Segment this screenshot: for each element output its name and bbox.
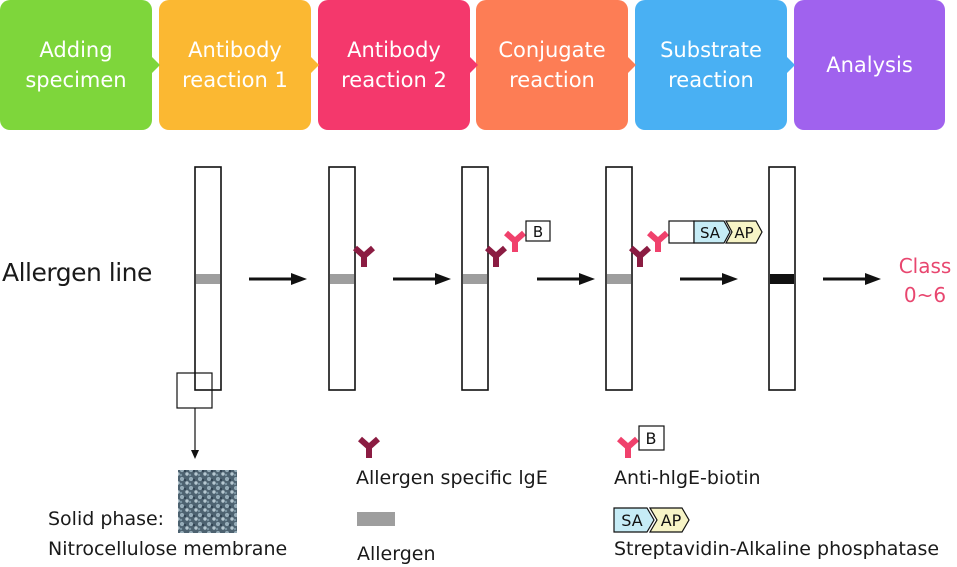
membrane-label: Nitrocellulose membrane: [48, 538, 288, 560]
arrow-right-icon: [249, 273, 307, 285]
step-arrow-tip: [310, 56, 319, 74]
step-label: Conjugate reaction: [498, 38, 606, 92]
solid-phase-label: Solid phase:: [48, 508, 165, 530]
step-analysis: Analysis: [794, 0, 945, 130]
allergen-band-1: [196, 274, 220, 284]
sa-ap-legend-label: Streptavidin-Alkaline phosphatase: [614, 538, 940, 560]
step-label: Adding specimen: [25, 38, 127, 92]
membrane-texture-icon: [178, 470, 237, 533]
step-arrow-tip: [151, 56, 160, 74]
ap-tag-label: AP: [661, 511, 682, 530]
y-antibody-pink-icon: [649, 233, 667, 252]
allergen-band-4: [607, 274, 631, 284]
process-steps: Adding specimen Antibody reaction 1 Anti…: [0, 0, 957, 130]
sa-tag-icon: [693, 220, 731, 244]
y-antibody-icon: [487, 248, 505, 267]
developed-band: [770, 274, 794, 284]
step-conjugate-reaction: Conjugate reaction: [476, 0, 636, 130]
sa-tag-label: SA: [700, 224, 721, 242]
step-antibody-reaction-1: Antibody reaction 1: [159, 0, 319, 130]
step-label: Antibody reaction 2: [341, 38, 447, 92]
step-label: Antibody reaction 1: [182, 38, 288, 92]
y-antibody-pink-icon: [506, 233, 524, 252]
anti-ige-legend-label: Anti-hlgE-biotin: [614, 467, 761, 489]
allergen-legend-swatch: [357, 512, 395, 526]
y-antibody-icon: [631, 248, 649, 267]
biotin-tag-label: B: [533, 223, 543, 241]
arrow-right-icon: [680, 273, 738, 285]
step-antibody-reaction-2: Antibody reaction 2: [318, 0, 478, 130]
arrow-down-icon: [191, 450, 199, 459]
biotin-tag-icon: [668, 220, 695, 244]
step-label: Substrate reaction: [660, 38, 762, 92]
y-antibody-icon: [355, 248, 373, 267]
step-substrate-reaction: Substrate reaction: [635, 0, 795, 130]
allergen-line-label: Allergen line: [2, 258, 152, 287]
step-adding-specimen: Adding specimen: [0, 0, 160, 130]
arrow-right-icon: [537, 273, 595, 285]
step-arrow-tip: [627, 56, 636, 74]
ige-legend-label: Allergen specific lgE: [356, 467, 548, 489]
y-antibody-pink-icon: [619, 439, 637, 458]
arrow-right-icon: [823, 273, 881, 285]
y-antibody-icon: [360, 439, 378, 458]
ap-tag-icon: [724, 220, 763, 244]
sa-tag-icon: [613, 507, 655, 533]
biotin-tag-label: B: [646, 429, 657, 448]
ap-tag-icon: [648, 507, 690, 533]
arrow-right-icon: [393, 273, 451, 285]
biotin-tag-icon: [638, 425, 665, 451]
result-class-label: Class 0~6: [898, 254, 952, 307]
biotin-tag-icon: [525, 220, 551, 242]
ap-tag-label: AP: [734, 224, 753, 242]
allergen-band-2: [330, 274, 354, 284]
allergen-legend-label: Allergen: [357, 543, 436, 565]
step-arrow-tip: [786, 56, 795, 74]
step-label: Analysis: [826, 53, 913, 77]
sa-tag-label: SA: [621, 511, 642, 530]
allergen-band-3: [463, 274, 487, 284]
step-arrow-tip: [469, 56, 478, 74]
